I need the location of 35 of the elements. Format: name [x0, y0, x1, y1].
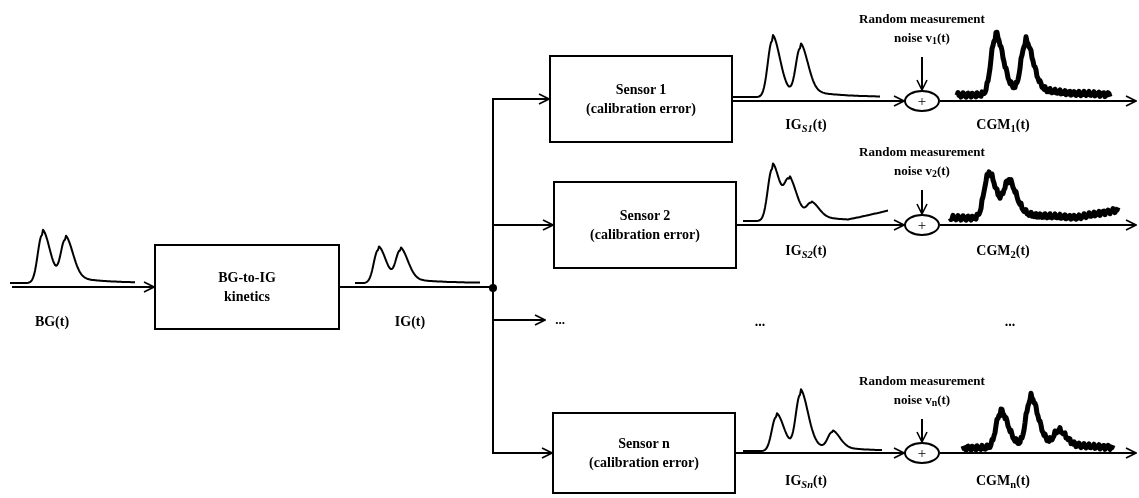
arrow	[939, 95, 1137, 107]
arrow	[732, 95, 905, 107]
noise-label: Random measurement noise v$_{2}$(t)	[852, 142, 992, 182]
arrow	[916, 418, 928, 443]
box-text: Sensor 2	[619, 207, 671, 225]
box-text: (calibration error)	[589, 454, 699, 472]
process-box	[552, 412, 736, 494]
arrow	[736, 219, 905, 231]
summing-junction: +	[904, 90, 940, 112]
arrow	[11, 281, 155, 293]
signal-label: ...	[754, 315, 766, 329]
arrow	[916, 189, 928, 215]
signal-label: BG(t)	[34, 315, 70, 329]
signal-label: IG$_{Sn}$(t)	[785, 474, 827, 488]
box-text: (calibration error)	[586, 100, 696, 118]
process-box	[154, 244, 340, 330]
noise-label: Random measurement noise v$_{n}$(t)	[852, 371, 992, 411]
summing-junction: +	[904, 214, 940, 236]
noise-label: Random measurement noise v$_{1}$(t)	[852, 9, 992, 49]
arrow	[939, 219, 1137, 231]
signal-label: IG$_{S1}$(t)	[785, 118, 827, 132]
box-text: Sensor n	[618, 435, 670, 453]
arrow	[939, 447, 1137, 459]
arrow	[916, 56, 928, 91]
box-text: BG-to-IG kinetics	[217, 269, 277, 306]
box-text: Sensor 1	[615, 81, 667, 99]
noise-label: ...	[545, 310, 575, 330]
process-box	[553, 181, 737, 269]
box-text: (calibration error)	[590, 226, 700, 244]
signal-label: ...	[1004, 315, 1016, 329]
summing-junction: +	[904, 442, 940, 464]
process-box	[549, 55, 733, 143]
signal-label: IG(t)	[394, 315, 426, 329]
arrow	[735, 447, 905, 459]
signal-label: IG$_{S2}$(t)	[785, 244, 827, 258]
